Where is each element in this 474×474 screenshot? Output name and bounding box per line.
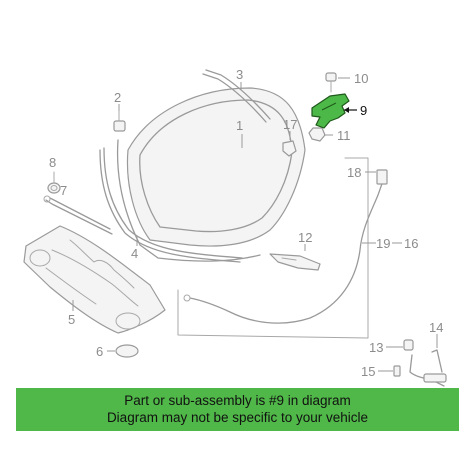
callout-18: 18 xyxy=(347,165,376,180)
callout-7: 7 xyxy=(60,183,67,198)
callout-6: 6 xyxy=(96,344,115,359)
callout-8: 8 xyxy=(49,155,56,170)
bolt xyxy=(325,72,337,93)
svg-text:4: 4 xyxy=(131,246,138,261)
hood-front-seal xyxy=(99,147,243,263)
info-banner: Part or sub-assembly is #9 in diagram Di… xyxy=(16,388,459,431)
svg-text:5: 5 xyxy=(68,312,75,327)
callout-17: 17 xyxy=(283,117,297,140)
callout-13: 13 xyxy=(369,340,403,355)
release-handle xyxy=(269,253,321,271)
svg-text:10: 10 xyxy=(354,71,368,86)
callout-9: 9 xyxy=(344,103,367,118)
callout-1: 1 xyxy=(236,118,243,148)
svg-text:14: 14 xyxy=(429,320,443,335)
callout-15: 15 xyxy=(361,364,393,379)
callout-11: 11 xyxy=(324,128,351,143)
hood-panel xyxy=(116,87,306,262)
svg-text:17: 17 xyxy=(283,117,297,132)
svg-text:2: 2 xyxy=(114,90,121,105)
callout-3: 3 xyxy=(236,67,243,90)
hood-prop-rod xyxy=(43,195,113,235)
clip-15 xyxy=(393,365,401,377)
callout-16: 16 xyxy=(392,236,418,251)
svg-text:12: 12 xyxy=(298,230,312,245)
bump-stop xyxy=(113,109,126,132)
svg-text:8: 8 xyxy=(49,155,56,170)
svg-text:7: 7 xyxy=(60,183,67,198)
hood-latch-highlighted xyxy=(311,93,350,129)
svg-text:16: 16 xyxy=(404,236,418,251)
nut xyxy=(308,127,326,142)
callout-2: 2 xyxy=(114,90,121,111)
callout-19: 19 xyxy=(362,236,390,251)
callout-5: 5 xyxy=(68,300,75,327)
cable-assembly-box xyxy=(177,157,388,339)
svg-text:9: 9 xyxy=(360,103,367,118)
svg-text:6: 6 xyxy=(96,344,103,359)
callout-14: 14 xyxy=(429,320,443,348)
svg-text:1: 1 xyxy=(236,118,243,133)
svg-text:13: 13 xyxy=(369,340,383,355)
svg-text:19: 19 xyxy=(376,236,390,251)
banner-disclaimer: Diagram may not be specific to your vehi… xyxy=(106,410,369,425)
svg-text:15: 15 xyxy=(361,364,375,379)
hood-grommet xyxy=(47,171,61,194)
hood-clip xyxy=(282,140,297,157)
secondary-latch xyxy=(403,339,447,387)
svg-text:18: 18 xyxy=(347,165,361,180)
banner-part-note: Part or sub-assembly is #9 in diagram xyxy=(124,393,351,408)
svg-text:3: 3 xyxy=(236,67,243,82)
svg-text:11: 11 xyxy=(337,128,351,143)
callout-4: 4 xyxy=(131,237,138,261)
callout-10: 10 xyxy=(338,71,368,86)
callout-12: 12 xyxy=(298,230,312,251)
hood-rear-seal xyxy=(202,69,271,123)
hood-cap xyxy=(115,344,139,358)
hood-insulator xyxy=(23,225,166,334)
